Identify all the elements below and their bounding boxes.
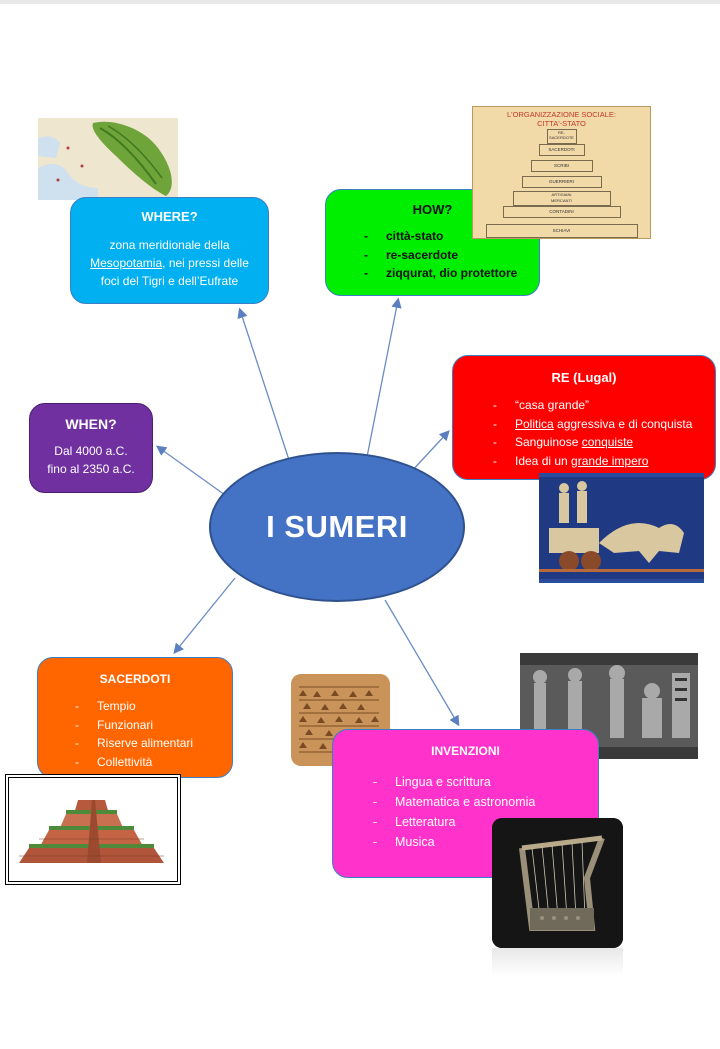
social-pyramid-image: L'ORGANIZZAZIONE SOCIALE: CITTA'-STATO R…: [472, 106, 651, 239]
re-item: “casa grande”: [493, 396, 715, 415]
where-line3: foci del Tigri e dell’Eufrate: [100, 274, 239, 288]
how-item: ziqqurat, dio protettore: [364, 264, 539, 283]
when-line1: Dal 4000 a.C.: [54, 444, 128, 458]
war-chariot-mosaic-image: [539, 473, 704, 583]
ziggurat-image: [5, 774, 181, 885]
arrow-to-invenzioni: [384, 599, 460, 727]
how-list: città-stato re-sacerdote ziqqurat, dio p…: [364, 227, 539, 283]
where-line1: zona meridionale della: [109, 238, 230, 252]
pyramid-title-1: L'ORGANIZZAZIONE SOCIALE:: [507, 110, 616, 119]
where-line2-rest: , nei pressi delle: [162, 256, 249, 270]
pyramid-levels: RE-SACERDOTE SACERDOTI SCRIBI GUERRIERI …: [473, 129, 650, 238]
arrow-to-when: [155, 445, 226, 496]
arrow-to-sacerdoti: [173, 577, 236, 655]
sacerdoti-item: Collettività: [75, 753, 232, 772]
pyramid-level: SACERDOTI: [538, 144, 585, 156]
where-line2: Mesopotamia, nei pressi delle: [71, 254, 268, 272]
mesopotamia-link[interactable]: Mesopotamia: [90, 256, 163, 270]
conquiste-link[interactable]: conquiste: [581, 435, 634, 449]
arrow-to-where: [237, 307, 291, 464]
re-item: Sanguinose conquiste: [493, 433, 715, 452]
sacerdoti-title: SACERDOTI: [99, 672, 171, 686]
when-line2: fino al 2350 a.C.: [47, 462, 135, 476]
mesopotamia-map-image: [38, 118, 178, 200]
grande-impero-link[interactable]: grande impero: [571, 453, 649, 468]
sacerdoti-item: Riserve alimentari: [75, 734, 232, 753]
pyramid-level: SCHIAVI: [485, 224, 638, 238]
re-item-text: Sanguinose: [515, 435, 582, 449]
pyramid-level: CONTADINI: [502, 206, 621, 218]
where-text: zona meridionale della Mesopotamia, nei …: [71, 236, 268, 290]
central-topic: I SUMERI: [209, 452, 465, 602]
when-title: WHEN?: [65, 416, 117, 432]
invenzioni-box: INVENZIONI Lingua e scrittura Matematica…: [332, 729, 599, 878]
lyre-image: [492, 818, 623, 948]
arrow-to-re: [409, 430, 450, 474]
lyre-reflection: [492, 948, 623, 976]
sacerdoti-item: Funzionari: [75, 716, 232, 735]
re-box: RE (Lugal) “casa grande” Politica aggres…: [452, 355, 716, 480]
arrow-to-how: [365, 297, 402, 463]
pyramid-level: RE-SACERDOTE: [546, 129, 577, 144]
how-title: HOW?: [412, 202, 453, 217]
re-item: Idea di un grande impero: [493, 452, 715, 471]
pyramid-level: SCRIBI: [530, 160, 593, 172]
invenzioni-title: INVENZIONI: [431, 744, 500, 758]
pyramid-level: GUERRIERI: [521, 176, 602, 188]
pyramid-title-2: CITTA'-STATO: [537, 119, 586, 128]
central-title: I SUMERI: [266, 509, 408, 544]
sacerdoti-box: SACERDOTI Tempio Funzionari Riserve alim…: [37, 657, 233, 778]
top-bar: [0, 0, 720, 4]
re-item: Politica aggressiva e di conquista: [493, 415, 715, 434]
re-title: RE (Lugal): [551, 370, 617, 385]
when-box: WHEN? Dal 4000 a.C. fino al 2350 a.C.: [29, 403, 153, 493]
where-box: WHERE? zona meridionale della Mesopotami…: [70, 197, 269, 304]
re-item-text: Idea di un: [515, 453, 572, 468]
invenzioni-item: Lingua e scrittura: [373, 772, 598, 792]
politica-link[interactable]: Politica: [515, 416, 554, 431]
invenzioni-list: Lingua e scrittura Matematica e astronom…: [373, 772, 598, 852]
invenzioni-item: Matematica e astronomia: [373, 792, 598, 812]
re-item-text: aggressiva e di conquista: [553, 416, 693, 431]
how-item: città-stato: [364, 227, 539, 246]
re-list: “casa grande” Politica aggressiva e di c…: [493, 396, 715, 470]
where-title: WHERE?: [141, 209, 198, 224]
how-item: re-sacerdote: [364, 246, 539, 265]
sacerdoti-list: Tempio Funzionari Riserve alimentari Col…: [75, 697, 232, 771]
invenzioni-item: Letteratura: [373, 812, 598, 832]
sacerdoti-item: Tempio: [75, 697, 232, 716]
invenzioni-item: Musica: [373, 832, 598, 852]
